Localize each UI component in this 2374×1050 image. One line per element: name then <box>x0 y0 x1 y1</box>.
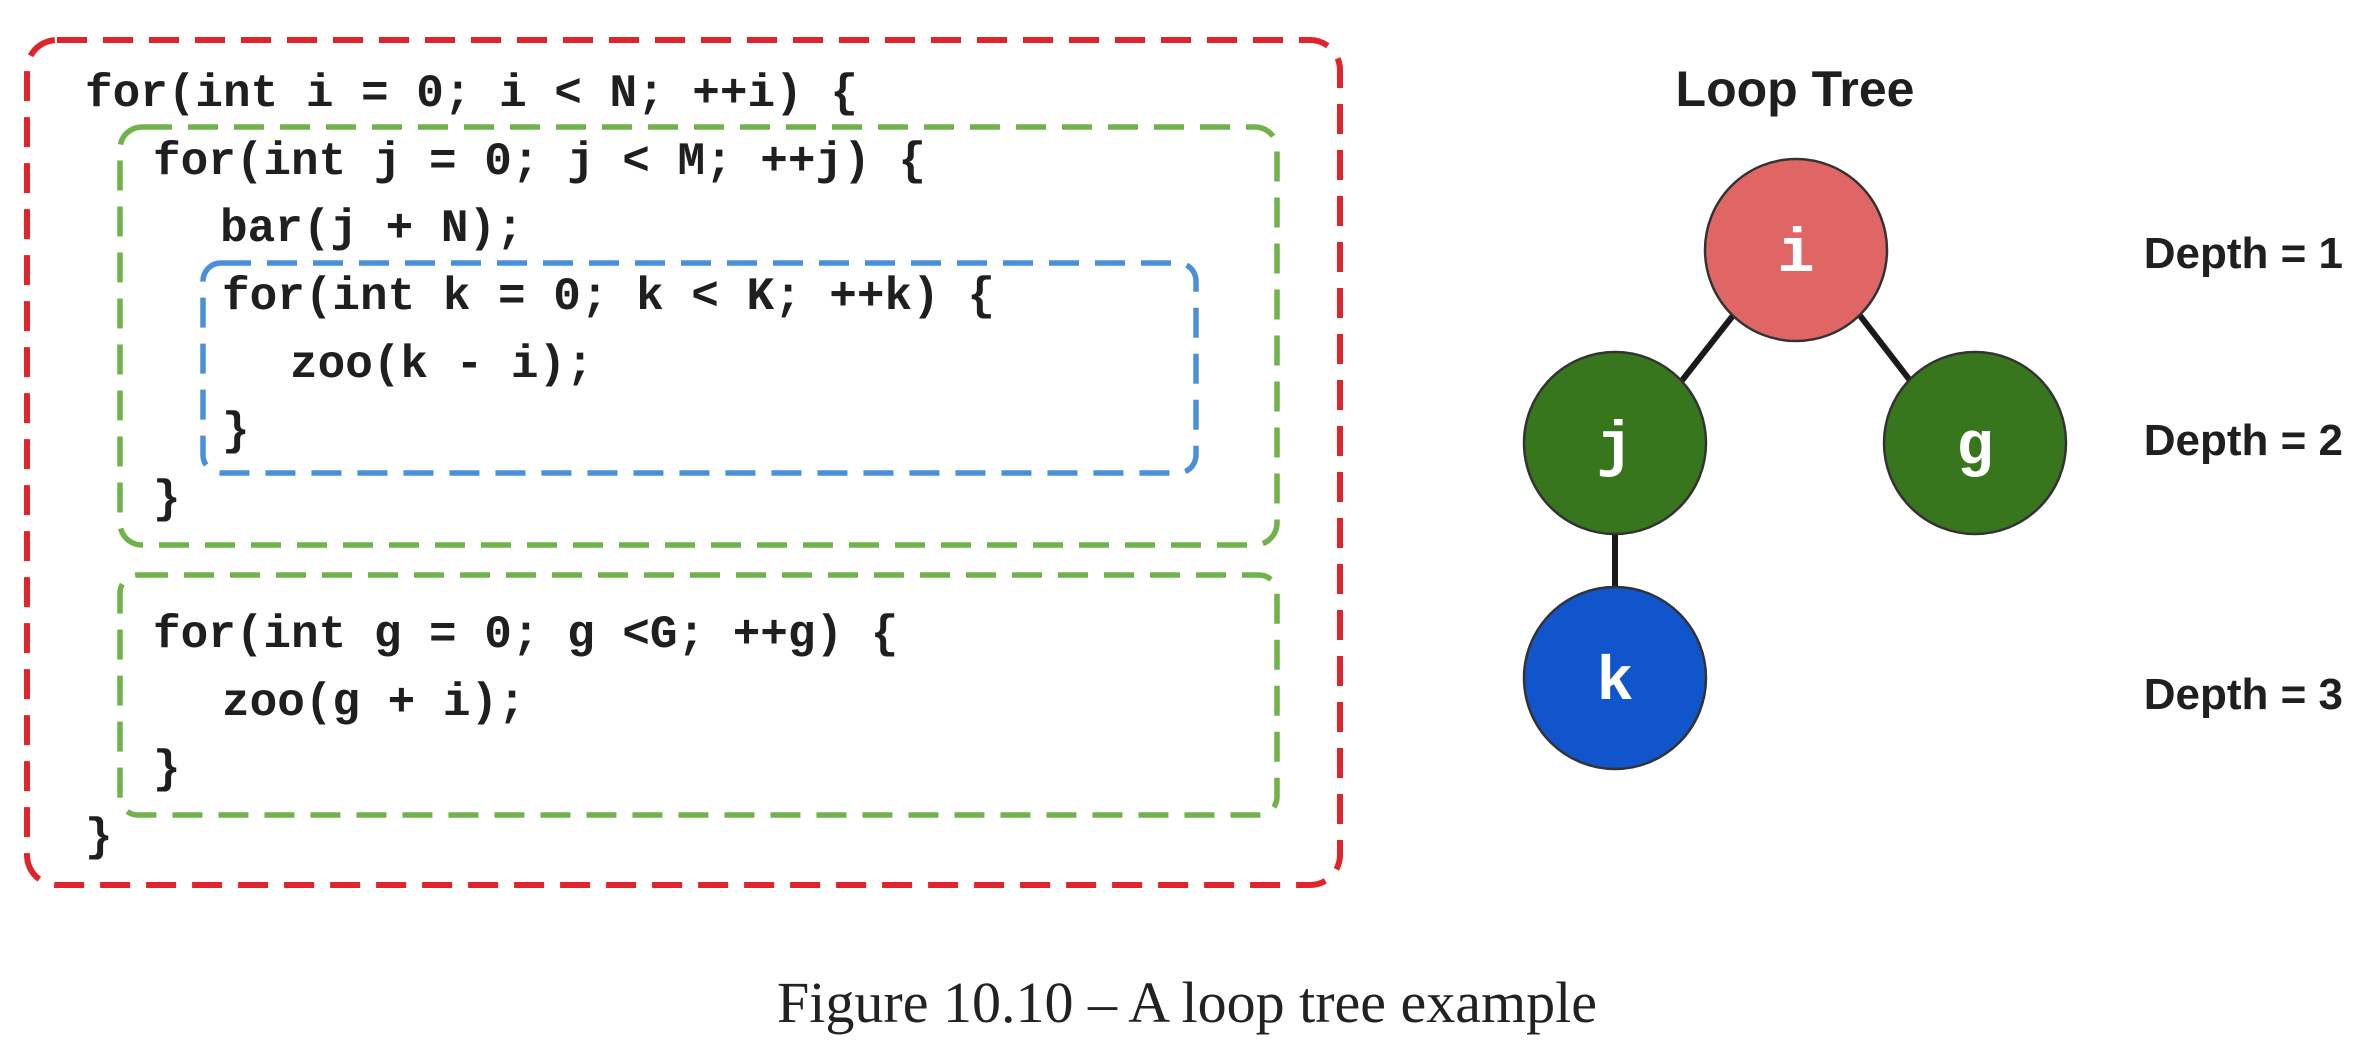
node-i <box>1703 157 1889 343</box>
code-line: bar(j + N); <box>220 203 524 255</box>
node-i-label: i <box>1777 219 1814 290</box>
node-g-label: g <box>1956 412 1993 483</box>
outer-loop-box <box>24 37 1343 888</box>
edge-i-g <box>1855 311 1915 385</box>
k-loop-box <box>200 260 1199 476</box>
code-line: for(int j = 0; j < M; ++j) { <box>153 136 926 188</box>
code-line: } <box>222 406 250 458</box>
code-line: for(int g = 0; g <G; ++g) { <box>153 609 898 661</box>
node-k <box>1522 585 1708 771</box>
code-line: } <box>153 744 181 796</box>
node-g <box>1882 350 2068 536</box>
depth-label: Depth = 1 <box>2144 229 2343 278</box>
edge-i-j <box>1677 311 1738 385</box>
j-loop-box <box>117 124 1280 548</box>
code-line: zoo(g + i); <box>222 677 526 729</box>
node-j-label: j <box>1596 412 1633 483</box>
g-loop-box <box>117 572 1280 818</box>
figure-caption: Figure 10.10 – A loop tree example <box>777 970 1597 1035</box>
depth-label: Depth = 2 <box>2144 416 2343 465</box>
node-j <box>1522 350 1708 536</box>
loop-tree-title: Loop Tree <box>1676 61 1915 117</box>
code-line: for(int i = 0; i < N; ++i) { <box>85 68 858 120</box>
node-k-label: k <box>1596 647 1633 718</box>
depth-label: Depth = 3 <box>2144 670 2343 719</box>
code-line: } <box>153 474 181 526</box>
code-line: } <box>85 812 113 864</box>
code-line: for(int k = 0; k < K; ++k) { <box>222 271 995 323</box>
code-line: zoo(k - i); <box>290 339 594 391</box>
